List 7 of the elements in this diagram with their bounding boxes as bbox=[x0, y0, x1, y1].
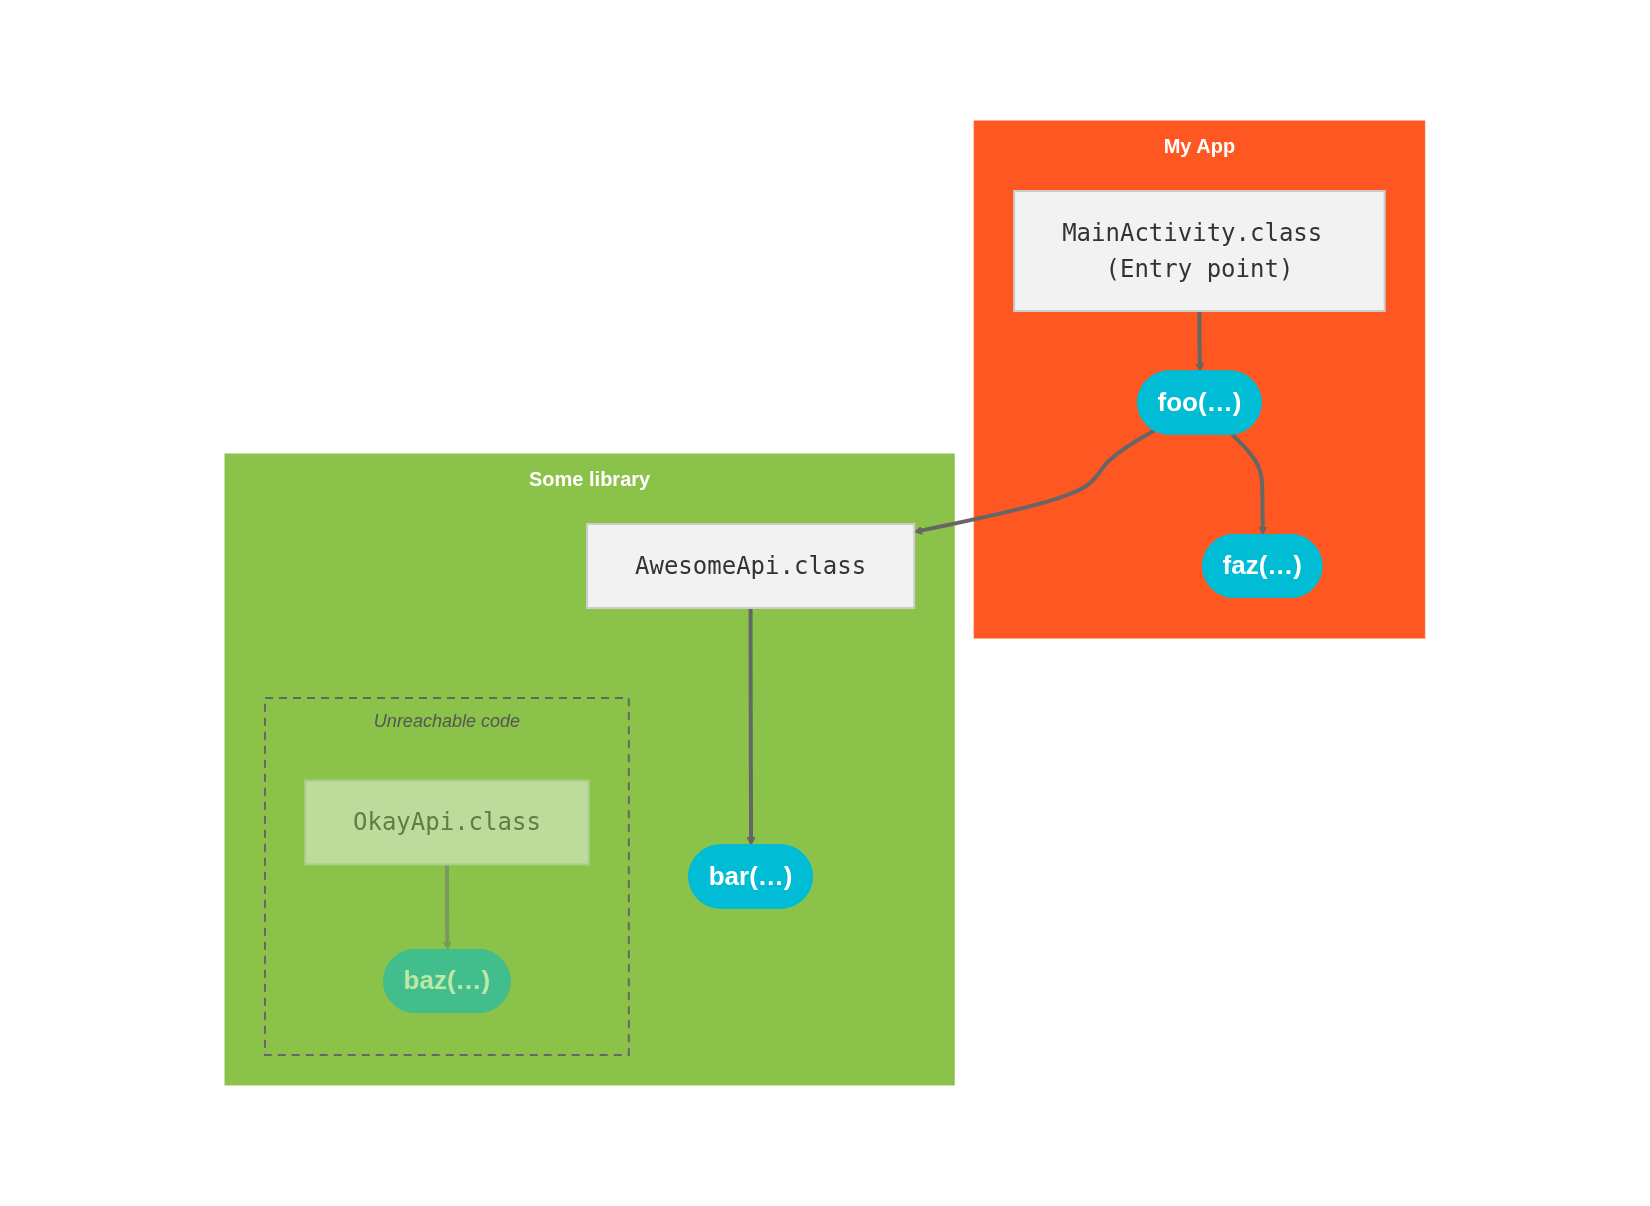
arrow bbox=[1195, 311, 1205, 372]
arrow bbox=[746, 608, 756, 846]
node-box: AwesomeApi.class bbox=[586, 523, 916, 609]
arrow bbox=[443, 864, 452, 951]
node-box: OkayApi.class bbox=[304, 779, 590, 866]
arrow bbox=[1230, 433, 1268, 536]
node-box: MainActivity.class (Entry point) bbox=[1013, 190, 1386, 312]
